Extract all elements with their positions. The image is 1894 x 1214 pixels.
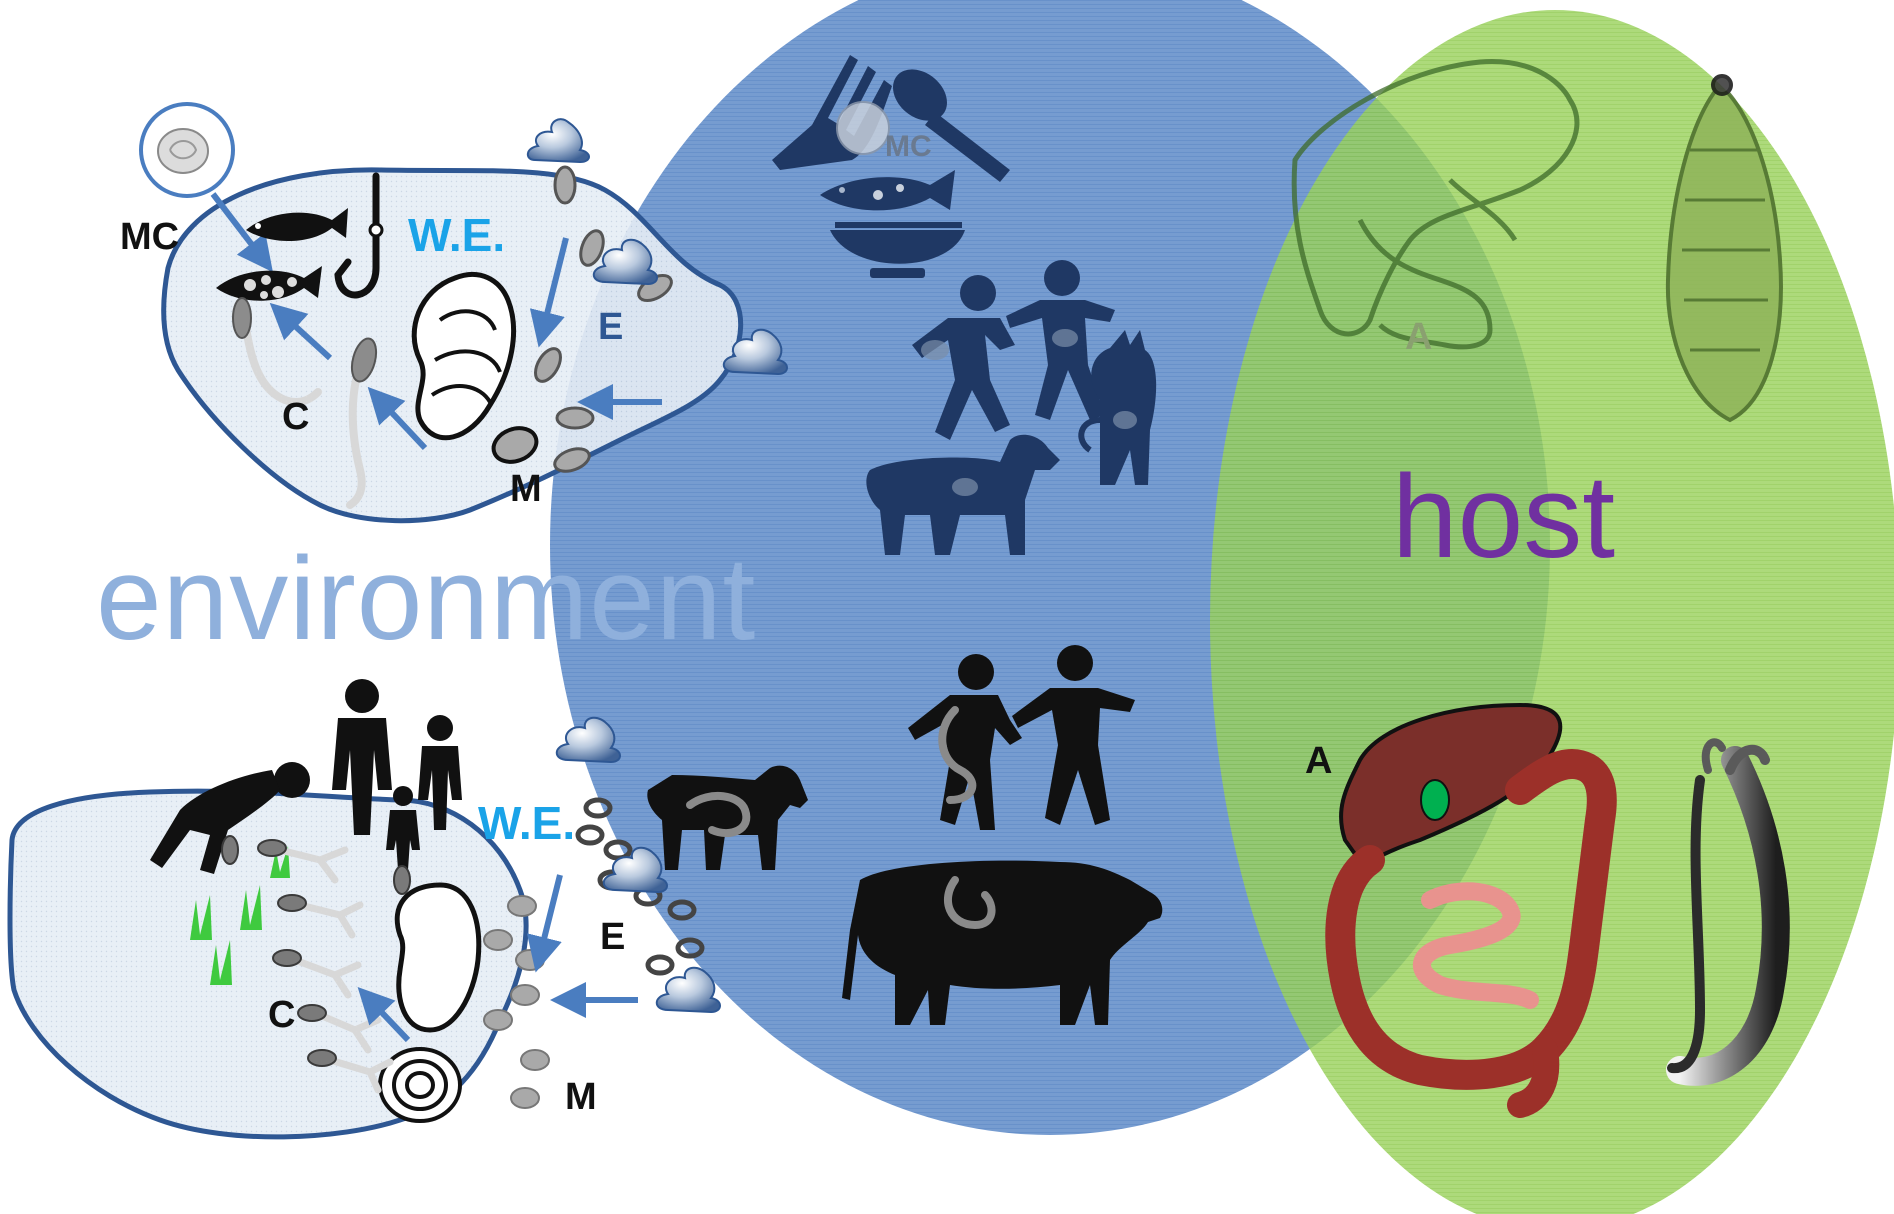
bottom-cercaria-label: C: [268, 996, 295, 1034]
bottom-water-label: W.E.: [478, 800, 575, 846]
environment-label: environment: [96, 540, 756, 658]
bottom-adult-label: A: [1305, 742, 1332, 780]
bottom-egg-label: E: [600, 918, 625, 956]
top-metacercaria-label: MC: [120, 218, 179, 256]
bottom-miracidium-label: M: [565, 1078, 597, 1116]
top-cercaria-label: C: [282, 398, 309, 436]
host-label: host: [1392, 458, 1615, 576]
food-metacercaria: [837, 102, 889, 154]
top-miracidium-label: M: [510, 470, 542, 508]
food-metacercaria-label: MC: [885, 132, 932, 162]
top-water-label: W.E.: [408, 212, 505, 258]
top-egg-label: E: [598, 308, 623, 346]
top-adult-label: A: [1405, 318, 1432, 356]
